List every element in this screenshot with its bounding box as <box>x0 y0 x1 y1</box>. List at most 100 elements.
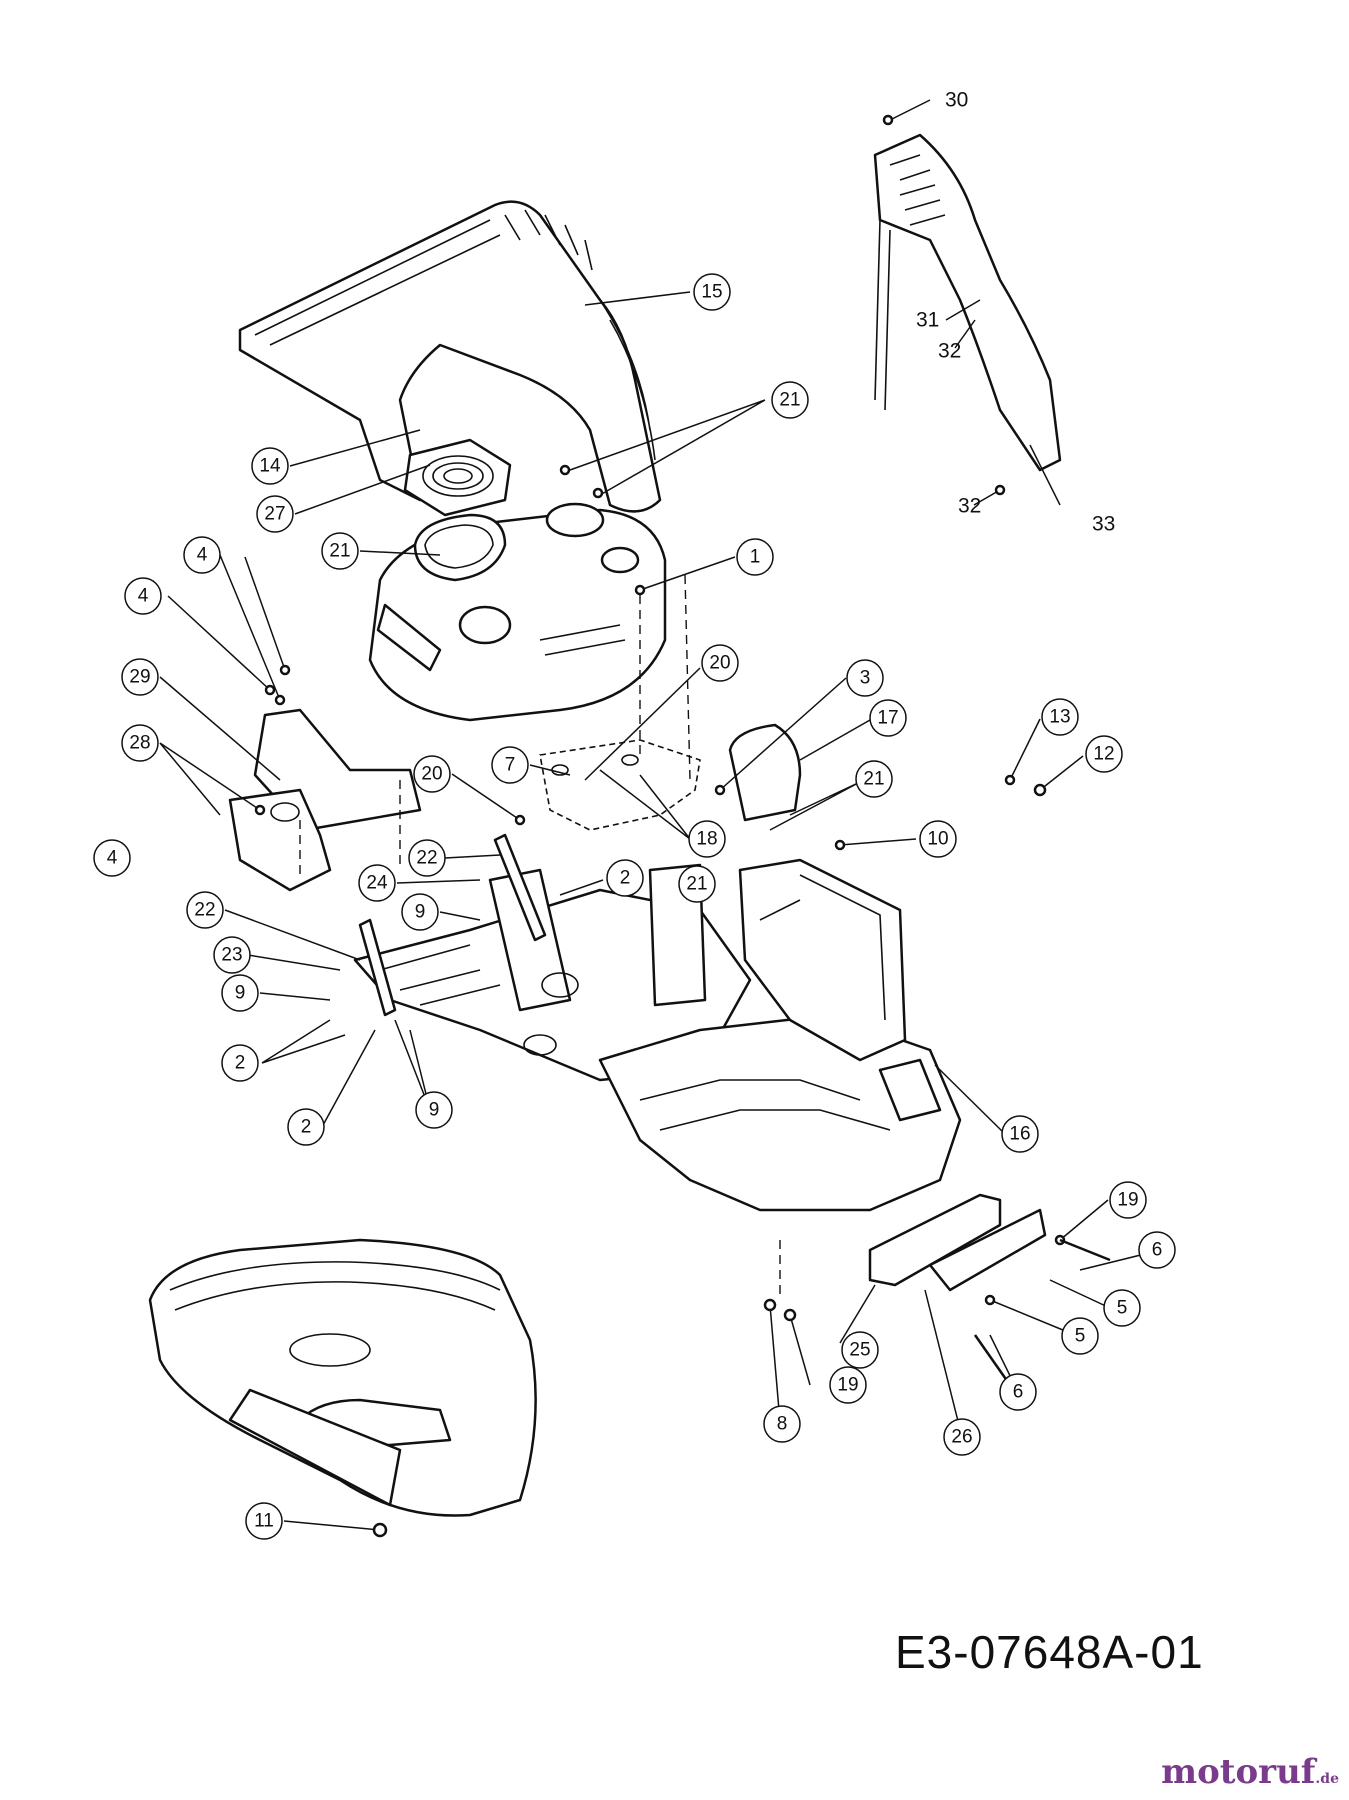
drawing-code: E3-07648A-01 <box>895 1626 1204 1678</box>
callout-label: 17 <box>877 708 898 729</box>
callout-circle <box>841 1331 879 1369</box>
callout-circle <box>415 1091 453 1129</box>
callout-circle <box>256 495 294 533</box>
callout-label: 9 <box>235 983 246 1004</box>
callout-label: 25 <box>849 1340 870 1361</box>
steering-cover <box>728 723 907 1062</box>
callout-c19a: 19 <box>1109 1181 1147 1219</box>
callout-label: 8 <box>777 1414 788 1435</box>
dashboard-body <box>368 502 667 722</box>
part-label-t31: 31 <box>916 309 939 332</box>
callout-label: 5 <box>1117 1298 1128 1319</box>
callout-label: 4 <box>107 848 118 869</box>
callout-c5a: 5 <box>1103 1289 1141 1327</box>
callout-circle <box>251 447 289 485</box>
callout-circle <box>688 820 726 858</box>
seat-body <box>148 1238 537 1517</box>
callout-circle <box>829 1366 867 1404</box>
callout-label: 15 <box>701 282 722 303</box>
callout-c12: 12 <box>1085 735 1123 773</box>
callout-circle <box>763 1405 801 1443</box>
callout-label: 10 <box>927 829 948 850</box>
main-frame <box>353 863 752 1082</box>
watermark-text: motoruf <box>1161 1752 1316 1792</box>
callout-c14: 14 <box>251 447 289 485</box>
side-panel <box>873 133 1062 472</box>
callout-c29: 29 <box>121 658 159 696</box>
callout-circle <box>121 658 159 696</box>
callout-label: 4 <box>138 586 149 607</box>
callout-c21a: 21 <box>771 381 809 419</box>
callout-c13: 13 <box>1041 698 1079 736</box>
callout-circle <box>943 1418 981 1456</box>
callout-label: 22 <box>416 848 437 869</box>
callout-label: 7 <box>505 755 516 776</box>
callout-label: 19 <box>1117 1190 1138 1211</box>
callout-circle <box>1061 1317 1099 1355</box>
callout-c19b: 19 <box>829 1366 867 1404</box>
fasteners <box>254 114 1111 1538</box>
callout-circle <box>1085 735 1123 773</box>
callout-label: 24 <box>366 873 388 894</box>
part-label-t32a: 32 <box>938 340 961 363</box>
callout-label: 12 <box>1093 744 1114 765</box>
callout-c9b: 9 <box>221 974 259 1012</box>
callout-c2b: 2 <box>221 1044 259 1082</box>
callout-label: 2 <box>620 868 631 889</box>
callout-label: 11 <box>254 1511 274 1532</box>
callout-label: 20 <box>421 764 442 785</box>
assembly-lines <box>299 574 781 1300</box>
callout-c22a: 22 <box>408 839 446 877</box>
callout-label: 16 <box>1009 1124 1030 1145</box>
callout-circle <box>221 1044 259 1082</box>
callout-c6a: 6 <box>1138 1231 1176 1269</box>
callout-label: 9 <box>415 902 426 923</box>
rods <box>358 833 547 1017</box>
callout-c3: 3 <box>846 659 884 697</box>
callout-c16: 16 <box>1001 1115 1039 1153</box>
callout-circle <box>678 865 716 903</box>
callout-label: 28 <box>129 733 150 754</box>
watermark-suffix: .de <box>1315 1771 1339 1787</box>
callout-label: 21 <box>779 390 800 411</box>
callout-c4a: 4 <box>183 536 221 574</box>
callout-label: 21 <box>686 874 707 895</box>
callout-label: 4 <box>197 545 208 566</box>
callout-c2a: 2 <box>606 859 644 897</box>
callout-label: 5 <box>1075 1326 1086 1347</box>
callout-circle <box>1041 698 1079 736</box>
callout-c21d: 21 <box>678 865 716 903</box>
part-label-t32b: 32 <box>958 495 981 518</box>
bumper <box>868 1193 1047 1292</box>
callout-label: 26 <box>951 1427 972 1448</box>
part-label-t33: 33 <box>1092 513 1115 536</box>
callout-c21c: 21 <box>855 760 893 798</box>
callout-c28: 28 <box>121 724 159 762</box>
callout-circle <box>1103 1289 1141 1327</box>
callout-c18: 18 <box>688 820 726 858</box>
callout-circle <box>1109 1181 1147 1219</box>
callout-circle <box>919 820 957 858</box>
callout-c10: 10 <box>919 820 957 858</box>
leader-lines <box>159 99 1158 1531</box>
callout-c27: 27 <box>256 495 294 533</box>
callout-c22b: 22 <box>186 891 224 929</box>
hood-body <box>238 200 662 513</box>
left-plates <box>228 708 422 892</box>
callout-c2c: 2 <box>287 1108 325 1146</box>
callout-c8: 8 <box>763 1405 801 1443</box>
callout-circle <box>413 755 451 793</box>
callout-circle <box>121 724 159 762</box>
callout-circle <box>183 536 221 574</box>
callout-label: 21 <box>329 541 350 562</box>
callout-c6b: 6 <box>999 1373 1037 1411</box>
callout-label: 18 <box>696 829 717 850</box>
callout-circle <box>1138 1231 1176 1269</box>
callout-circle <box>693 273 731 311</box>
callout-label: 2 <box>235 1053 246 1074</box>
callout-c11: 11 <box>245 1502 283 1540</box>
callout-c20b: 20 <box>413 755 451 793</box>
callout-circle <box>408 839 446 877</box>
